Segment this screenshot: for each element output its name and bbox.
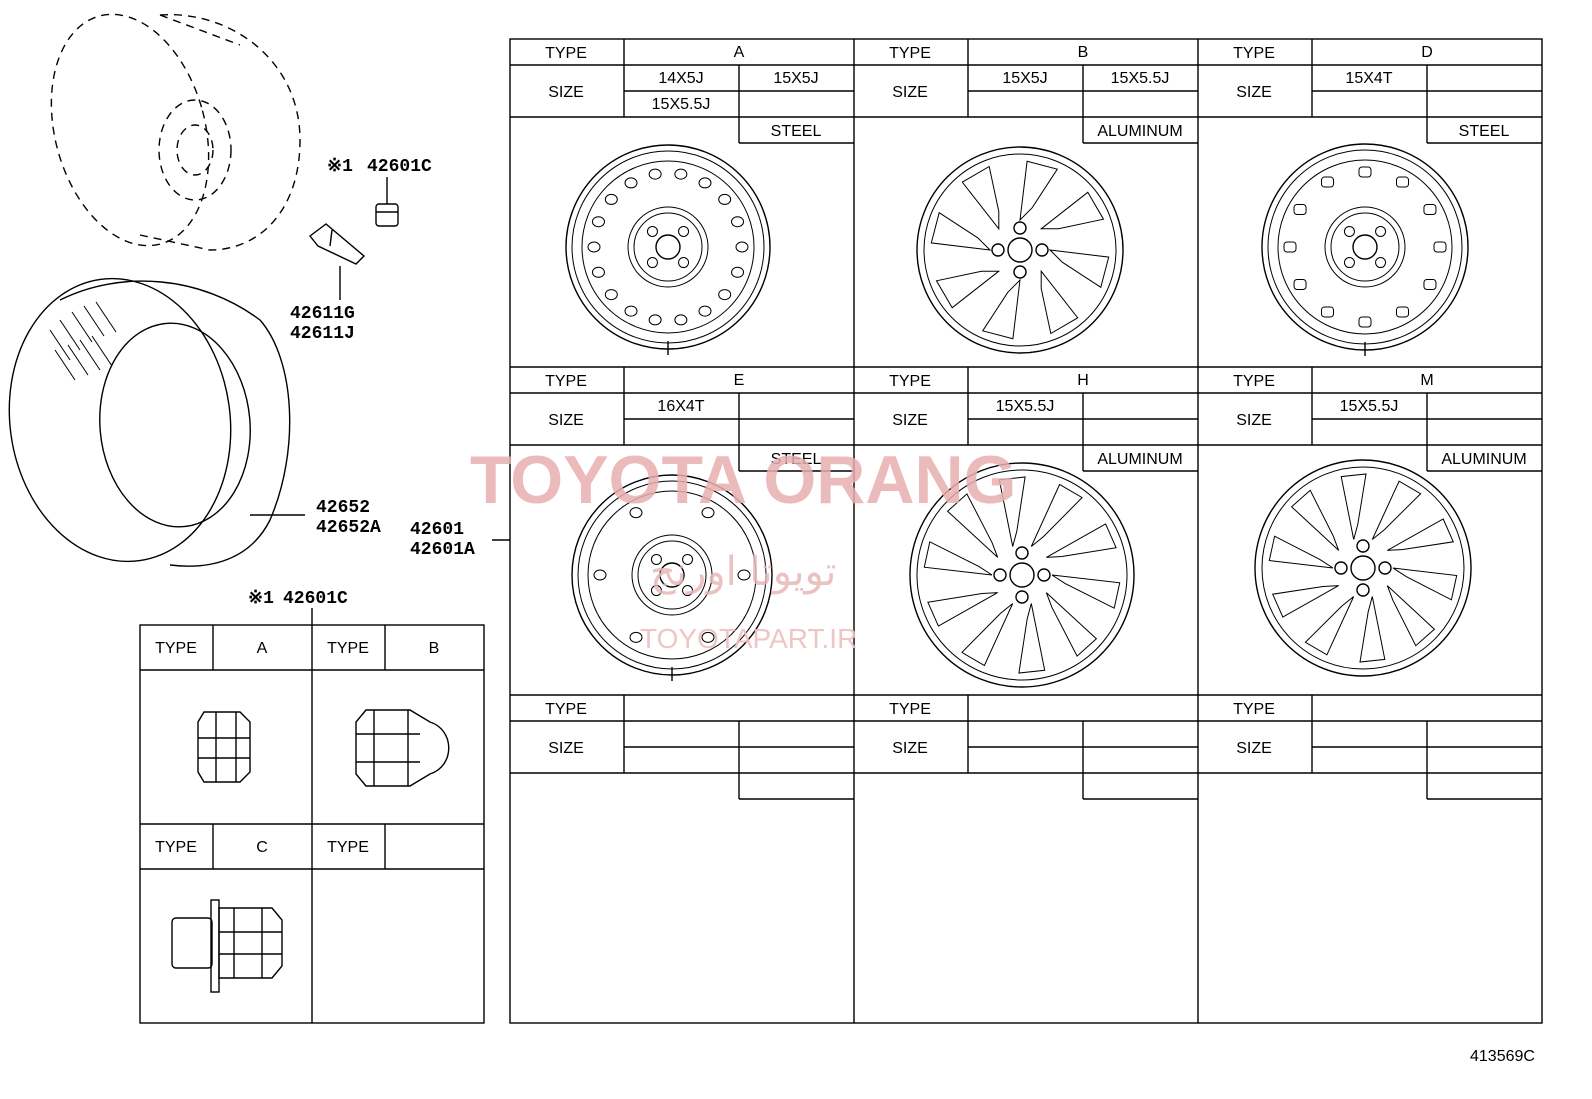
wheel-size-label-8: SIZE	[1236, 740, 1272, 757]
alloy-wheel-m-icon	[1254, 459, 1472, 677]
wheel-type-value-3: E	[734, 372, 745, 389]
wheel-size-label-1: SIZE	[892, 84, 928, 101]
lug-nut-c-icon	[171, 899, 283, 993]
wheel-material-0: STEEL	[771, 123, 822, 140]
wheel-size-value-1-1: 15X5J	[1002, 70, 1047, 87]
nut-type-label-0: TYPE	[155, 640, 197, 657]
steel-wheel-a-icon	[565, 144, 771, 355]
valve-stem-icon	[309, 223, 366, 300]
nut-type-value-1: B	[429, 640, 440, 657]
watermark-text-3: TOYOTAPART.IR	[640, 623, 857, 654]
watermark-text-1: TOYOTA ORANG	[470, 442, 1017, 518]
nut-part-number: 42601C	[283, 589, 348, 609]
wheel-material-1: ALUMINUM	[1097, 123, 1182, 140]
wheel-part-number-2: 42601A	[410, 540, 475, 560]
wheel-size-label-4: SIZE	[892, 412, 928, 429]
wheel-type-label-3: TYPE	[545, 373, 587, 390]
wheel-size-value-0-1: 14X5J	[658, 70, 703, 87]
wheel-part-number-1: 42601	[410, 520, 464, 540]
wheel-material-2: STEEL	[1459, 123, 1510, 140]
wheel-type-label-2: TYPE	[1233, 45, 1275, 62]
wheel-table: TYPE A SIZE 14X5J 15X5J 15X5.5J STEEL TYPE B SIZE…	[509, 38, 1543, 1024]
wheel-size-value-1-2: 15X5.5J	[1111, 70, 1170, 87]
wheel-material-5: ALUMINUM	[1441, 451, 1526, 468]
lug-nut-b-icon	[355, 709, 450, 787]
nut-type-value-0: A	[257, 640, 268, 657]
illustration-id: 413569C	[1470, 1048, 1535, 1065]
wheel-type-label-1: TYPE	[889, 45, 931, 62]
wheel-material-3: STEEL	[771, 451, 822, 468]
nut-type-value-2: C	[256, 839, 268, 856]
wheel-size-value-4-1: 15X5.5J	[996, 398, 1055, 415]
valve-cap-part-number: 42601C	[367, 157, 432, 177]
wheel-type-label-5: TYPE	[1233, 373, 1275, 390]
wheel-size-label-6: SIZE	[548, 740, 584, 757]
wheel-type-value-0: A	[734, 44, 745, 61]
wheel-type-label-6: TYPE	[545, 701, 587, 718]
wheel-type-value-4: H	[1077, 372, 1089, 389]
alloy-wheel-b-icon	[916, 146, 1124, 354]
wheel-blank-illustration	[50, 13, 301, 251]
wheel-size-label-5: SIZE	[1236, 412, 1272, 429]
tire-part-number-2: 42652A	[316, 518, 381, 538]
valve-cap-icon	[375, 177, 399, 227]
wheel-type-label-7: TYPE	[889, 701, 931, 718]
wheel-type-value-1: B	[1078, 44, 1089, 61]
spare-wheel-e-icon	[571, 474, 773, 681]
watermark-text-2: تویوتا اورنج	[650, 549, 836, 595]
valve-cap-note: ※1	[327, 157, 353, 177]
nut-type-label-3: TYPE	[327, 839, 369, 856]
wheel-size-label-0: SIZE	[548, 84, 584, 101]
part-labels: ※1 42601C 42611G 42611J 42652 42652A 426…	[248, 157, 510, 626]
wheel-type-value-2: D	[1421, 44, 1433, 61]
wheel-size-value-3-1: 16X4T	[657, 398, 704, 415]
wheel-material-4: ALUMINUM	[1097, 451, 1182, 468]
valve-part-number-2: 42611J	[290, 324, 355, 344]
wheel-size-value-5-1: 15X5.5J	[1340, 398, 1399, 415]
steel-wheel-d-icon	[1261, 143, 1469, 356]
nut-type-label-1: TYPE	[327, 640, 369, 657]
wheel-size-value-0-2: 15X5J	[773, 70, 818, 87]
wheel-type-value-5: M	[1420, 372, 1433, 389]
wheel-size-value-0-3: 15X5.5J	[652, 96, 711, 113]
lug-nut-a-icon	[197, 711, 251, 783]
nut-type-label-2: TYPE	[155, 839, 197, 856]
wheel-type-label-8: TYPE	[1233, 701, 1275, 718]
tire-part-number-1: 42652	[316, 498, 370, 518]
nut-note: ※1	[248, 589, 274, 609]
tire-illustration	[8, 277, 305, 567]
alloy-wheel-h-icon	[909, 462, 1135, 688]
wheel-type-label-4: TYPE	[889, 373, 931, 390]
valve-part-number-1: 42611G	[290, 304, 355, 324]
watermark: TOYOTA ORANG تویوتا اورنج TOYOTAPART.IR	[470, 442, 1017, 654]
wheel-type-label-0: TYPE	[545, 45, 587, 62]
wheel-size-value-2-1: 15X4T	[1345, 70, 1392, 87]
lug-nut-table: TYPE A TYPE B TYPE C TYPE	[139, 624, 485, 1024]
wheel-size-label-2: SIZE	[1236, 84, 1272, 101]
wheel-size-label-3: SIZE	[548, 412, 584, 429]
wheel-size-label-7: SIZE	[892, 740, 928, 757]
